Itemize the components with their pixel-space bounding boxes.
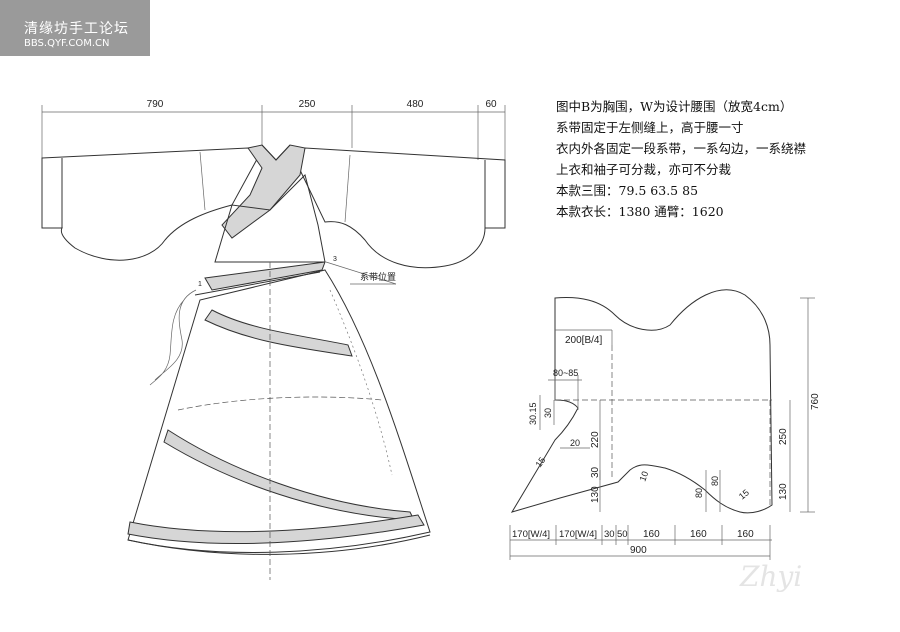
marker-3: 3 <box>333 256 337 263</box>
dim-w160-c: 160 <box>737 529 754 540</box>
collar <box>221 144 306 239</box>
waist-band <box>204 261 326 291</box>
signature-watermark: Zhyi <box>740 560 803 593</box>
dim-w50: 50 <box>617 529 628 540</box>
forum-watermark: 清缘坊手工论坛 BBS.QYF.COM.CN <box>0 0 150 56</box>
dim-w170-b: 170[W/4] <box>559 529 597 540</box>
dim-side-b: 30 <box>543 408 553 418</box>
dim-h130-left: 130 <box>590 486 601 503</box>
note-line: 上衣和袖子可分裁，亦可不分裁 <box>556 162 732 177</box>
dim-250: 250 <box>299 99 316 110</box>
dim-d80-b: 80 <box>710 476 720 486</box>
dim-h250: 250 <box>778 428 789 445</box>
marker-1: 1 <box>198 281 202 288</box>
dim-w160-b: 160 <box>690 529 707 540</box>
watermark-url: BBS.QYF.COM.CN <box>24 38 110 49</box>
dim-60: 60 <box>485 99 497 110</box>
dim-side-a: 30.15 <box>528 402 538 425</box>
dim-neck-dx: 20 <box>570 438 580 448</box>
note-line: 系带固定于左侧缝上，高于腰一寸 <box>556 120 744 135</box>
dim-neck-width: 80~85 <box>553 368 578 378</box>
note-line: 图中B为胸围，W为设计腰围（放宽4cm） <box>556 99 793 114</box>
dim-790: 790 <box>147 99 164 110</box>
pattern-outline <box>510 289 773 514</box>
dim-angle-15: 15 <box>533 455 547 469</box>
dim-h30: 30 <box>590 466 601 478</box>
skirt <box>127 269 431 553</box>
dim-w900: 900 <box>630 545 647 556</box>
dim-h130-right: 130 <box>778 483 789 500</box>
watermark-title: 清缘坊手工论坛 <box>24 21 129 37</box>
tie-position-label: 系带位置 <box>360 271 396 282</box>
notes-panel: 图中B为胸围，W为设计腰围（放宽4cm） 系带固定于左侧缝上，高于腰一寸 衣内外… <box>556 96 806 222</box>
right-sleeve <box>289 147 506 269</box>
left-sleeve <box>41 147 263 261</box>
note-line: 本款衣长：1380 通臂：1620 <box>556 204 724 219</box>
garment-diagram: 790 250 480 60 <box>41 99 506 580</box>
bodice <box>214 174 326 263</box>
dim-h220: 220 <box>590 431 601 448</box>
dim-w170-a: 170[W/4] <box>512 529 550 540</box>
dim-d80-a: 80 <box>694 488 704 498</box>
note-line: 衣内外各固定一段系带，一系勾边，一系绕襟 <box>556 141 807 156</box>
dim-angle-10: 10 <box>637 470 650 483</box>
dim-chest: 200[B/4] <box>565 335 602 346</box>
dim-w30: 30 <box>604 529 615 540</box>
dim-angle-15b: 15 <box>737 487 751 501</box>
note-line: 本款三围：79.5 63.5 85 <box>556 183 699 198</box>
dim-w160-a: 160 <box>643 529 660 540</box>
pattern-piece: 200[B/4] 80~85 30.15 30 20 220 15 30 130… <box>509 289 821 560</box>
dim-480: 480 <box>407 99 424 110</box>
dim-h760: 760 <box>810 393 821 410</box>
